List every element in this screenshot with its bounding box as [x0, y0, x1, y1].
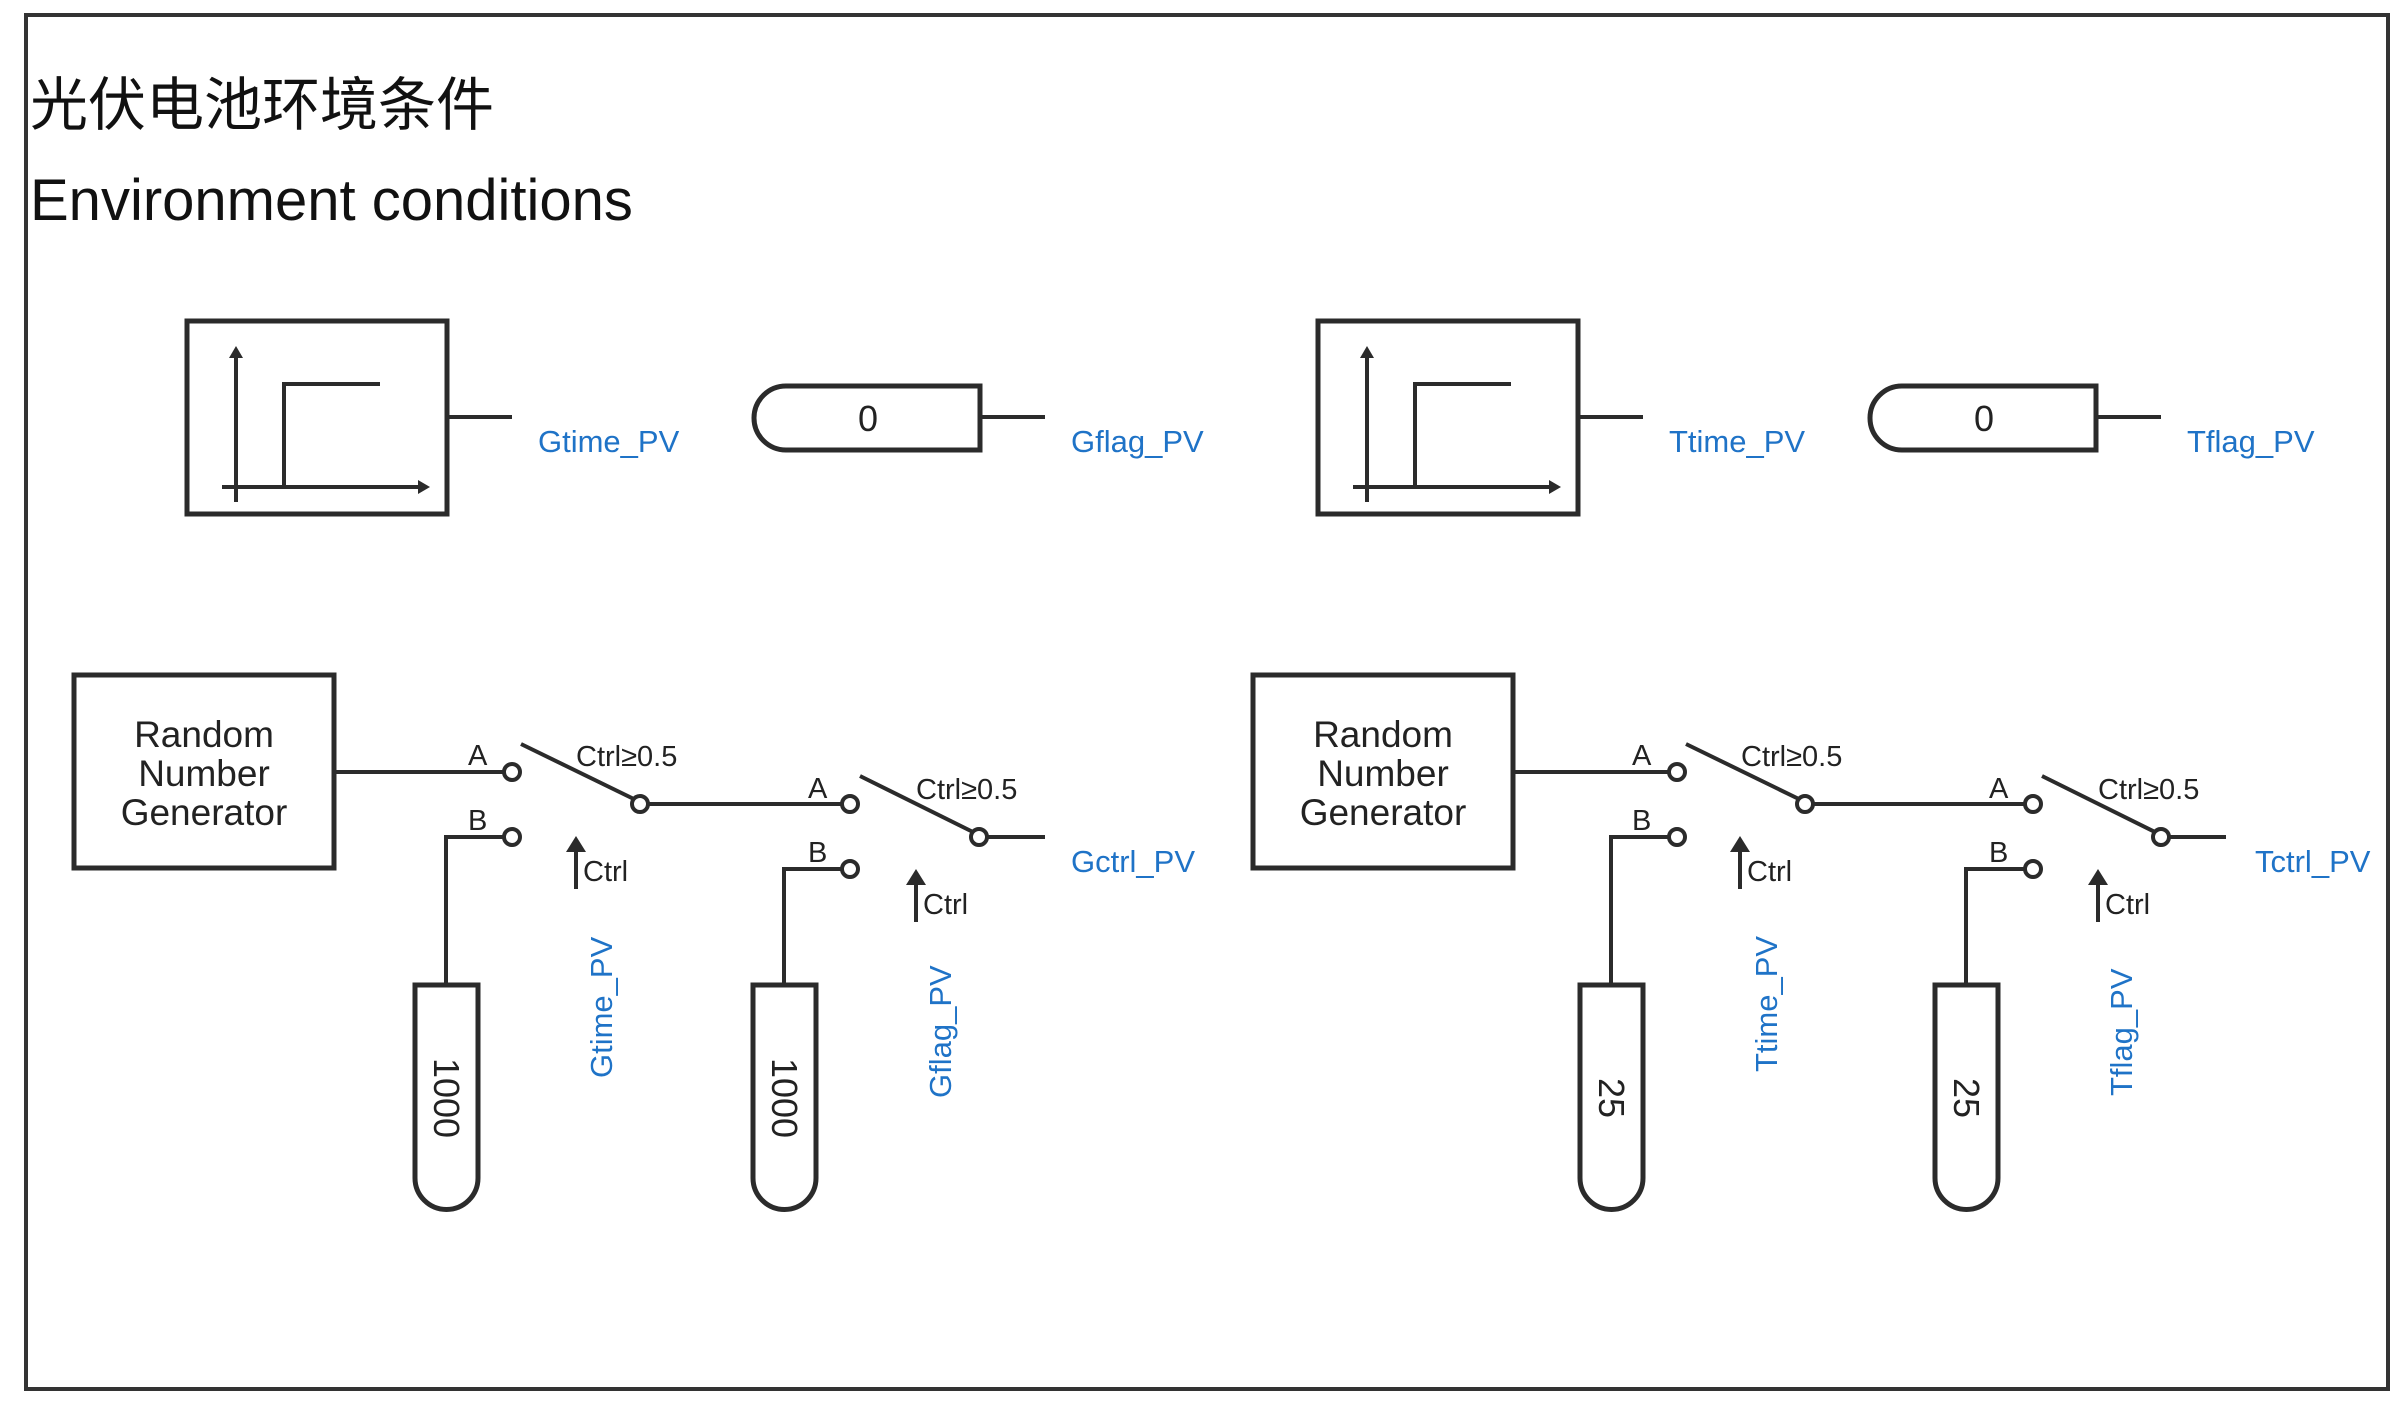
switch-input-b: B	[468, 805, 487, 837]
step-waveform-icon	[1413, 382, 1511, 487]
switch-t2[interactable]: A B Ctrl≥0.5 Ctrl	[1989, 773, 2199, 922]
rng-line-2: Number	[138, 753, 270, 794]
switch-input-a: A	[808, 773, 828, 805]
signal-label-gtime: Gtime_PV	[538, 424, 680, 459]
wire	[782, 867, 842, 985]
axis-arrow-icon	[1360, 346, 1374, 358]
wire	[1609, 835, 1669, 985]
rng-line-1: Random	[1313, 714, 1453, 755]
diagram-frame	[24, 13, 2390, 1391]
random-number-generator-g[interactable]: Random Number Generator	[71, 672, 337, 871]
switch-input-a: A	[1632, 740, 1652, 772]
wire	[1964, 867, 2025, 985]
rng-line-1: Random	[134, 714, 274, 755]
switch-blade	[1685, 742, 1806, 804]
constant-block-g1[interactable]: 1000	[412, 982, 481, 1212]
irradiance-group: Gtime_PV 0 Gflag_PV Random Number Genera…	[71, 318, 1204, 1212]
switch-t1[interactable]: A B Ctrl≥0.5 Ctrl	[1632, 740, 1842, 889]
switch-ctrl-label: Ctrl	[583, 856, 628, 888]
switch-ctrl-label: Ctrl	[2105, 889, 2150, 921]
temperature-group: Ttime_PV 0 Tflag_PV Random Number Genera…	[1250, 318, 2371, 1212]
ctrl-signal-ttime: Ttime_PV	[1749, 936, 1784, 1072]
rng-line-3: Generator	[121, 792, 288, 833]
ctrl-arrow-icon	[906, 869, 926, 885]
switch-ctrl-label: Ctrl	[923, 889, 968, 921]
ctrl-arrow-icon	[566, 836, 586, 852]
constant-value: 1000	[764, 1058, 805, 1138]
switch-ctrl-label: Ctrl	[1747, 856, 1792, 888]
constant-block-t2[interactable]: 25	[1932, 982, 2001, 1212]
switch-blade	[2041, 774, 2162, 837]
constant-value: 0	[858, 398, 878, 439]
switch-input-b: B	[808, 837, 827, 869]
switch-g2[interactable]: A B Ctrl≥0.5 Ctrl	[808, 773, 1017, 922]
step-block-ttime[interactable]	[1315, 318, 1581, 517]
constant-value: 1000	[426, 1058, 467, 1138]
title-chinese: 光伏电池环境条件	[30, 71, 494, 139]
switch-g1[interactable]: A B Ctrl≥0.5 Ctrl	[468, 740, 677, 889]
constant-block-tflag[interactable]: 0	[1867, 383, 2099, 453]
switch-blade	[859, 774, 980, 837]
title-english: Environment conditions	[30, 168, 633, 233]
output-label-gctrl: Gctrl_PV	[1071, 844, 1195, 879]
constant-block-g2[interactable]: 1000	[750, 982, 819, 1212]
step-waveform-icon	[282, 382, 380, 487]
switch-input-a: A	[1989, 773, 2009, 805]
signal-label-ttime: Ttime_PV	[1669, 424, 1805, 459]
axis-arrow-icon	[229, 346, 243, 358]
ctrl-signal-gtime: Gtime_PV	[584, 936, 619, 1078]
constant-value: 25	[1591, 1078, 1632, 1118]
switch-condition: Ctrl≥0.5	[576, 741, 677, 773]
ctrl-signal-gflag: Gflag_PV	[923, 965, 958, 1098]
switch-input-b: B	[1632, 805, 1651, 837]
constant-block-gflag[interactable]: 0	[751, 383, 983, 453]
wire	[444, 835, 504, 985]
random-number-generator-t[interactable]: Random Number Generator	[1250, 672, 1516, 871]
switch-blade	[520, 742, 641, 804]
axis-arrow-icon	[418, 480, 430, 494]
switch-condition: Ctrl≥0.5	[2098, 774, 2199, 806]
ctrl-arrow-icon	[1730, 836, 1750, 852]
switch-condition: Ctrl≥0.5	[1741, 741, 1842, 773]
signal-label-tflag: Tflag_PV	[2187, 424, 2315, 459]
rng-line-2: Number	[1317, 753, 1449, 794]
step-block-gtime[interactable]	[184, 318, 450, 517]
axis-arrow-icon	[1549, 480, 1561, 494]
rng-line-3: Generator	[1300, 792, 1467, 833]
constant-block-t1[interactable]: 25	[1577, 982, 1646, 1212]
constant-value: 25	[1946, 1078, 1987, 1118]
switch-input-a: A	[468, 740, 488, 772]
switch-input-b: B	[1989, 837, 2008, 869]
ctrl-arrow-icon	[2088, 869, 2108, 885]
signal-label-gflag: Gflag_PV	[1071, 424, 1204, 459]
ctrl-signal-tflag: Tflag_PV	[2104, 968, 2139, 1096]
output-label-tctrl: Tctrl_PV	[2255, 844, 2371, 879]
constant-value: 0	[1974, 398, 1994, 439]
switch-condition: Ctrl≥0.5	[916, 774, 1017, 806]
